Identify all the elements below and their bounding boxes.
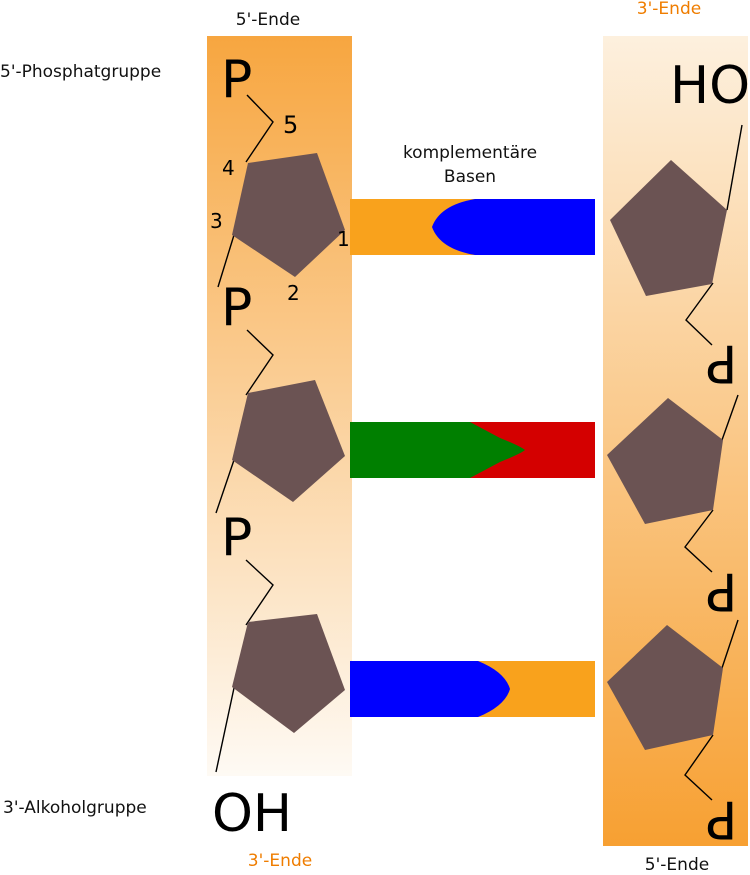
right-bond-3prime-2 [721,394,739,441]
base-pair-1-right-base [432,199,595,255]
right-bond-3prime-top [726,124,743,211]
right-phosphate-1-glyph: P [706,333,738,393]
right-bond-phosphate-2 [684,509,714,573]
left-bond-5prime [245,94,274,163]
right-bond-3prime-3 [721,619,739,669]
right-sugar-3 [607,625,723,750]
phosphate-group-label: 5'-Phosphatgruppe [0,62,162,82]
right-strand-bonds [684,124,743,801]
left-sugar-3 [232,614,345,733]
right-phosphate-3: P [706,789,738,849]
right-bond-phosphate-1 [685,282,714,346]
right-phosphate-3-glyph: P [706,789,738,849]
left-phosphate-2: P [221,278,253,338]
left-bond-3prime-2 [215,459,235,514]
left-bottom-end-label: 3'-Ende [247,851,313,871]
left-bond-phosphate-3 [245,559,274,626]
left-sugar-2 [232,380,345,502]
right-phosphate-2: P [706,561,738,621]
left-bond-phosphate-2 [245,329,274,396]
right-sugar-2 [607,398,723,524]
carbon-number-4: 4 [222,156,235,180]
right-bond-phosphate-3 [684,734,714,801]
right-top-end-label: 3'-Ende [636,0,702,19]
base-pair-2 [350,422,595,478]
left-top-end-label: 5'-Ende [235,10,301,30]
base-pair-2-left-base [350,422,525,478]
left-phosphate-1: P [221,50,253,110]
left-bond-3prime-1 [217,234,235,288]
alcohol-group-label: 3'-Alkoholgruppe [3,798,147,818]
base-pair-1 [350,199,595,255]
left-sugar-1 [232,153,345,277]
carbon-number-5: 5 [283,111,299,139]
left-terminal-oh: OH [212,784,293,844]
right-bottom-end-label: 5'-Ende [644,855,710,875]
base-pair-3 [350,661,595,717]
right-sugar-1 [610,160,727,296]
right-terminal-ho: HO [670,56,750,116]
carbon-number-2: 2 [287,281,300,305]
carbon-number-1: 1 [337,227,350,251]
right-phosphate-1: P [706,333,738,393]
complementary-bases-label: komplementäre Basen [402,143,538,187]
carbon-number-3: 3 [210,209,223,233]
left-strand-bonds [215,94,274,773]
left-bond-3prime-3 [215,687,235,773]
base-pair-3-left-base [350,661,510,717]
right-phosphate-2-glyph: P [706,561,738,621]
left-phosphate-3: P [221,508,253,568]
